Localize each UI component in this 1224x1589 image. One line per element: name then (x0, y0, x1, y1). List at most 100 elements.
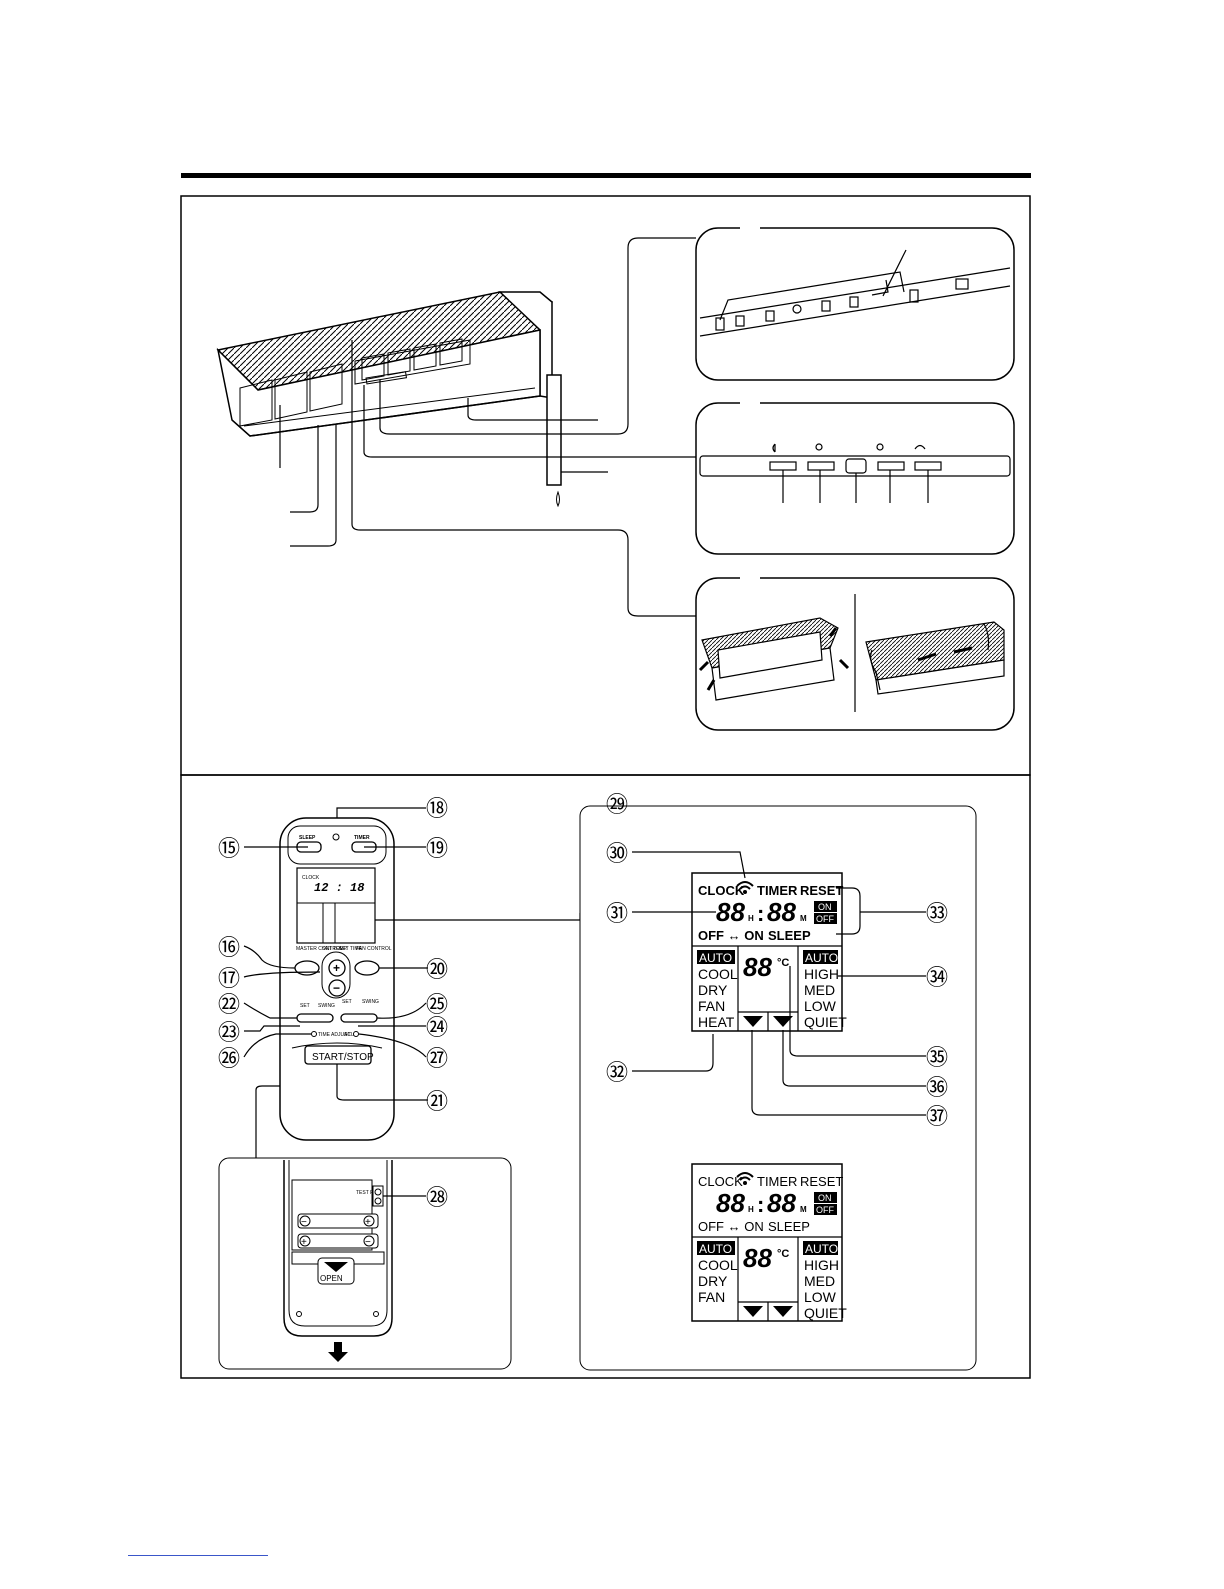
callout-21: ㉑ (426, 1090, 448, 1115)
lcd2-min-unit: M (800, 1205, 807, 1214)
lcd-indicator-right-icon (773, 1016, 793, 1027)
indoor-unit-illustration (216, 291, 562, 508)
lcd-fan-auto: AUTO (805, 951, 838, 965)
battery2-minus: − (365, 1237, 371, 1248)
acl-button[interactable] (353, 1031, 359, 1037)
timer-button-label: TIMER (354, 835, 370, 841)
battery-compartment: − + + − TEST RUN OPEN (283, 1160, 426, 1362)
lcd-reset: RESET (800, 883, 843, 898)
vertical-swing-button[interactable] (296, 1013, 334, 1023)
lcd-hour-digits: 88 (716, 897, 745, 927)
callout-32: ㉜ (606, 1061, 628, 1086)
test-run-label: TEST RUN (356, 1190, 381, 1196)
lcd-sleep: SLEEP (768, 928, 811, 943)
callout-23: ㉓ (218, 1021, 240, 1046)
callout-27: ㉗ (426, 1047, 448, 1072)
callout-31: ㉛ (606, 902, 628, 927)
lcd2-fan-low: LOW (804, 1289, 837, 1305)
battery1-minus: − (301, 1217, 307, 1228)
callout-18: ⑱ (426, 797, 448, 822)
detail-b-illustration (699, 443, 1011, 503)
lcd-temp-digits: 88 (743, 952, 772, 982)
horizontal-swing-button[interactable] (340, 1013, 378, 1023)
set-temp-label: SET TEMP. (322, 946, 348, 952)
lcd-min-digits: 88 (767, 897, 796, 927)
swing-left-label: SWING (318, 1003, 335, 1009)
detail-box-a (695, 227, 1015, 381)
set-left-label: SET (300, 1003, 310, 1009)
lcd-display-full: CLOCK TIMER RESET 88 H : 88 M ON OFF OFF… (691, 872, 847, 1032)
lcd2-clock: CLOCK (698, 1174, 743, 1189)
lcd-min-unit: M (800, 914, 807, 923)
lcd2-mode-auto: AUTO (699, 1242, 732, 1256)
lcd-fan-quiet: QUIET (804, 1014, 847, 1030)
time-adjust-button[interactable] (311, 1031, 317, 1037)
lcd-mode-heat: HEAT (698, 1014, 735, 1030)
lcd-off-badge: OFF (816, 914, 834, 924)
callout-35: ㉟ (926, 1046, 948, 1071)
temp-minus-button[interactable] (328, 979, 346, 997)
lcd-clock: CLOCK (698, 883, 745, 898)
signal-icon-2 (736, 1172, 754, 1181)
temp-plus-button[interactable] (328, 959, 346, 977)
callout-15: ⑮ (218, 837, 240, 862)
callout-24: ㉔ (426, 1016, 448, 1041)
clock-icon (332, 833, 340, 841)
lcd2-off-badge: OFF (816, 1205, 834, 1215)
lcd2-fan-high: HIGH (804, 1257, 839, 1273)
lcd-mode-dry: DRY (698, 982, 728, 998)
callout-28: ㉘ (426, 1186, 448, 1211)
detail-box-b (695, 402, 1015, 555)
lcd-hour-unit: H (748, 914, 754, 923)
lcd-mode-fan: FAN (698, 998, 725, 1014)
indoor-leader-lines (279, 237, 696, 617)
callout-29: ㉙ (606, 793, 628, 818)
master-control-button[interactable] (294, 960, 320, 976)
remote-clock-time: 12 : 18 (314, 881, 364, 895)
fan-control-button[interactable] (354, 960, 380, 976)
battery2-plus: + (301, 1237, 307, 1248)
callout-16: ⑯ (218, 936, 240, 961)
callout-34: ㉞ (926, 966, 948, 991)
lcd-legend-box (579, 805, 977, 1371)
callout-25: ㉕ (426, 993, 448, 1018)
start-stop-button[interactable] (304, 1045, 372, 1065)
detail-a-illustration (699, 249, 1011, 337)
callout-19: ⑲ (426, 837, 448, 862)
time-adjust-label: TIME ADJUST (318, 1032, 351, 1038)
lcd-fan-med: MED (804, 982, 835, 998)
lcd2-off-on: OFF ↔ ON (698, 1219, 764, 1234)
lcd2-fan-med: MED (804, 1273, 835, 1289)
lcd2-reset: RESET (800, 1174, 843, 1189)
remote-control: SLEEP TIMER CLOCK 12 : 18 MASTER CONTROL… (279, 817, 395, 1141)
remote-clock-label: CLOCK (302, 875, 320, 881)
swing-right-label: SWING (362, 999, 379, 1005)
detail-c-illustration (698, 617, 1005, 701)
callout-20: ⑳ (426, 958, 448, 983)
lcd2-indicator-left-icon (743, 1306, 763, 1317)
fan-control-label: FAN CONTROL (356, 946, 392, 952)
acl-label: ACL (344, 1032, 354, 1038)
plus-sign: + (333, 961, 340, 975)
lcd2-timer: TIMER (757, 1174, 797, 1189)
start-stop-label: START/STOP (312, 1052, 374, 1063)
lcd2-on-badge: ON (818, 1193, 832, 1203)
lcd2-fan-auto: AUTO (805, 1242, 838, 1256)
callout-22: ㉒ (218, 993, 240, 1018)
lcd-indicator-left-icon (743, 1016, 763, 1027)
lcd2-temp-unit: °C (777, 1248, 789, 1260)
callout-36: ㊱ (926, 1076, 948, 1101)
lcd2-min-digits: 88 (767, 1188, 796, 1218)
battery1-plus: + (365, 1217, 371, 1228)
callout-26: ㉖ (218, 1047, 240, 1072)
battery-open-label: OPEN (320, 1274, 343, 1283)
lcd-timer: TIMER (757, 883, 798, 898)
lcd-fan-low: LOW (804, 998, 837, 1014)
footer-link-underline (128, 1555, 268, 1556)
remote-lcd (296, 867, 376, 944)
lcd2-sleep: SLEEP (768, 1219, 810, 1234)
lcd2-colon: : (757, 1192, 764, 1217)
sleep-button-label: SLEEP (299, 835, 316, 841)
